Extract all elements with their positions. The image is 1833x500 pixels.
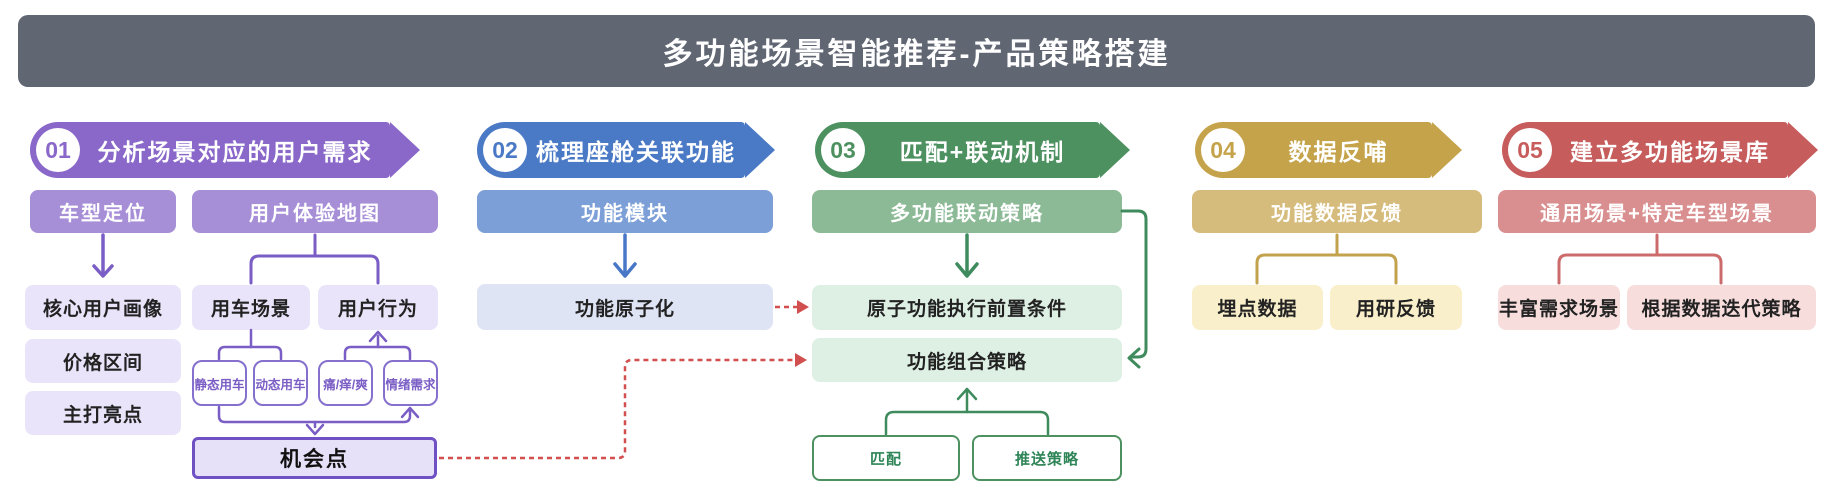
box-key-highlights: 主打亮点	[25, 391, 181, 435]
step1-number-badge: 01	[36, 128, 80, 172]
brace-scene-library	[1557, 253, 1723, 285]
box-static-usage: 静态用车	[192, 360, 247, 406]
step4-banner: 04 数据反哺	[1195, 122, 1462, 178]
step1-title: 分析场景对应的用户需求	[97, 139, 373, 165]
box-push-strategy: 推送策略	[972, 435, 1122, 481]
step3-number-badge: 03	[821, 128, 865, 172]
arrowhead-down-icon	[92, 264, 114, 278]
arrowhead-right-icon	[797, 300, 809, 314]
dashed-link-opportunity-to-combo	[439, 358, 795, 460]
step3-title: 匹配+联动机制	[899, 139, 1066, 165]
arrowhead-up-icon	[400, 406, 420, 419]
step2-number-badge: 02	[483, 128, 527, 172]
box-opportunity-point: 机会点	[192, 437, 437, 479]
step4-arrow-tip-icon	[1432, 122, 1462, 178]
box-precondition: 原子功能执行前置条件	[812, 285, 1122, 330]
arrowhead-up-icon	[956, 387, 978, 401]
box-function-atomization: 功能原子化	[477, 284, 773, 330]
step4-title: 数据反哺	[1288, 139, 1389, 165]
step2-title: 梳理座舱关联功能	[536, 139, 736, 165]
step5-title: 建立多功能场景库	[1570, 139, 1770, 165]
page-title: 多功能场景智能推荐-产品策略搭建	[662, 38, 1171, 71]
box-enrich-scenes: 丰富需求场景	[1498, 285, 1620, 330]
box-emotional-needs: 情绪需求	[383, 360, 438, 406]
box-combo-strategy: 功能组合策略	[812, 338, 1122, 382]
box-research-feedback: 用研反馈	[1330, 285, 1462, 330]
box-matching: 匹配	[812, 435, 960, 481]
box-dynamic-usage: 动态用车	[253, 360, 308, 406]
step2-arrow-tip-icon	[745, 122, 775, 178]
arrowhead-down-icon	[613, 262, 637, 278]
connector-leaves-loop	[217, 405, 412, 424]
route-linkage-to-combo	[1120, 209, 1148, 359]
step5-arrow-tip-icon	[1788, 122, 1818, 178]
box-experience-map: 用户体验地图	[192, 190, 438, 233]
title-banner: 多功能场景智能推荐-产品策略搭建	[18, 15, 1815, 87]
box-usage-scenarios: 用车场景	[192, 285, 310, 330]
step5-banner: 05 建立多功能场景库	[1502, 122, 1818, 178]
step5-number-badge: 05	[1508, 128, 1552, 172]
box-linkage-strategy: 多功能联动策略	[812, 190, 1122, 233]
arrowhead-up-icon	[368, 330, 388, 343]
step4-number-badge: 04	[1201, 128, 1245, 172]
step3-arrow-tip-icon	[1100, 122, 1130, 178]
brace-experience-map	[249, 254, 380, 285]
arrowhead-right-icon	[795, 353, 807, 367]
box-core-user-profile: 核心用户画像	[25, 285, 181, 330]
arrowhead-left-icon	[1127, 347, 1141, 369]
box-function-module: 功能模块	[477, 190, 773, 233]
arrowhead-down-icon	[955, 262, 979, 278]
step2-banner: 02 梳理座舱关联功能	[477, 122, 775, 178]
brace-data-feedback	[1255, 253, 1398, 285]
box-scene-library: 通用场景+特定车型场景	[1498, 190, 1816, 233]
box-user-behavior: 用户行为	[318, 285, 438, 330]
step3-banner: 03 匹配+联动机制	[815, 122, 1130, 178]
box-vehicle-positioning: 车型定位	[30, 190, 176, 233]
brace-usage-scenarios	[217, 345, 283, 361]
step1-banner: 01 分析场景对应的用户需求	[30, 122, 420, 178]
arrowhead-down-icon	[305, 423, 325, 436]
box-iterate-strategy: 根据数据迭代策略	[1627, 285, 1816, 330]
brace-user-behavior	[343, 345, 412, 361]
box-pain-itch-delight: 痛/痒/爽	[318, 360, 373, 406]
box-price-range: 价格区间	[25, 339, 181, 383]
step1-arrow-tip-icon	[390, 122, 420, 178]
box-data-feedback: 功能数据反馈	[1192, 190, 1482, 233]
brace-matching-push	[884, 410, 1050, 436]
box-tracking-data: 埋点数据	[1192, 285, 1323, 330]
